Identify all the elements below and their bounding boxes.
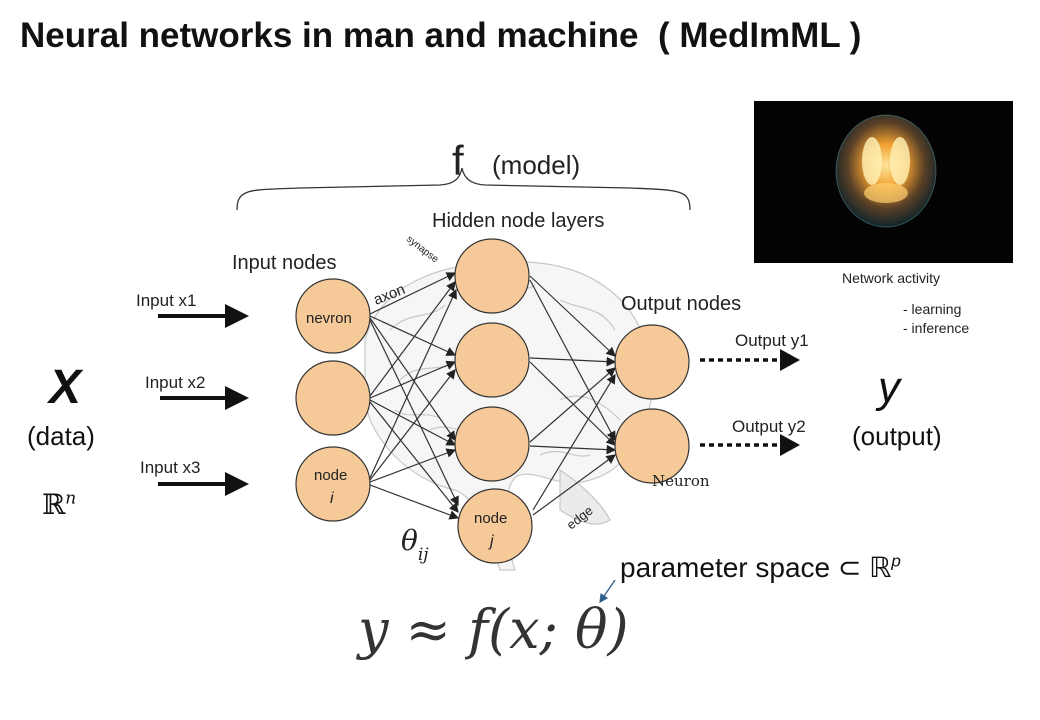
node-i-word: node (314, 467, 347, 484)
input-x3-label: Input x3 (140, 458, 201, 477)
hidden-layer (454, 238, 533, 564)
hidden-node-3 (454, 406, 530, 482)
y-symbol: y (878, 363, 900, 412)
neuron-label: Neuron (652, 472, 710, 490)
nevron-label: nevron (306, 310, 352, 327)
param-space-pointer (599, 579, 616, 604)
bullet-learning: - learning (903, 301, 962, 317)
hidden-node-1 (454, 238, 530, 314)
brain-scan-icon (835, 114, 937, 228)
output-y1-label: Output y1 (735, 331, 809, 350)
x-space-label: ℝn (42, 488, 77, 521)
model-formula: y ≈ f(x; θ) (358, 598, 629, 661)
hidden-layers-label: Hidden node layers (432, 210, 604, 232)
input-x1-label: Input x1 (136, 291, 197, 310)
output-y2-label: Output y2 (732, 417, 806, 436)
bullet-inference: - inference (903, 320, 970, 336)
synapse-label: synapse (404, 234, 440, 266)
input-node-2 (295, 360, 371, 436)
output-node-1 (614, 324, 690, 400)
network-activity-caption: Network activity (842, 270, 941, 286)
x-data-label: (data) (27, 421, 95, 451)
node-j-word: node (474, 510, 507, 527)
network-edges (369, 272, 617, 520)
input-arrows (158, 304, 249, 496)
x-symbol: X (49, 361, 82, 414)
node-j-symbol: j (488, 533, 494, 550)
model-label: (model) (492, 150, 580, 180)
model-f: f (452, 137, 464, 184)
input-x2-label: Input x2 (145, 373, 206, 392)
input-nodes-label: Input nodes (232, 252, 337, 274)
node-i-symbol: i (330, 490, 334, 507)
input-node-i (295, 446, 371, 522)
page-title: Neural networks in man and machine ( Med… (20, 16, 862, 55)
network-activity-bullets: - learning - inference (903, 300, 969, 338)
hidden-node-j (457, 488, 533, 564)
output-arrowhead-1 (780, 349, 800, 371)
theta-symbol: θij (401, 524, 429, 565)
output-layer (614, 324, 690, 484)
output-nodes-label: Output nodes (621, 293, 741, 315)
output-node-2 (614, 408, 690, 484)
input-layer (295, 278, 371, 522)
network-activity-image (754, 101, 1013, 263)
parameter-space-label: parameter space ⊂ ℝp (620, 551, 901, 583)
input-node-nevron (295, 278, 371, 354)
output-arrowhead-2 (780, 434, 800, 456)
output-arrows (700, 358, 782, 447)
y-output-label: (output) (852, 421, 942, 451)
hidden-node-2 (454, 322, 530, 398)
model-brace (236, 167, 691, 211)
